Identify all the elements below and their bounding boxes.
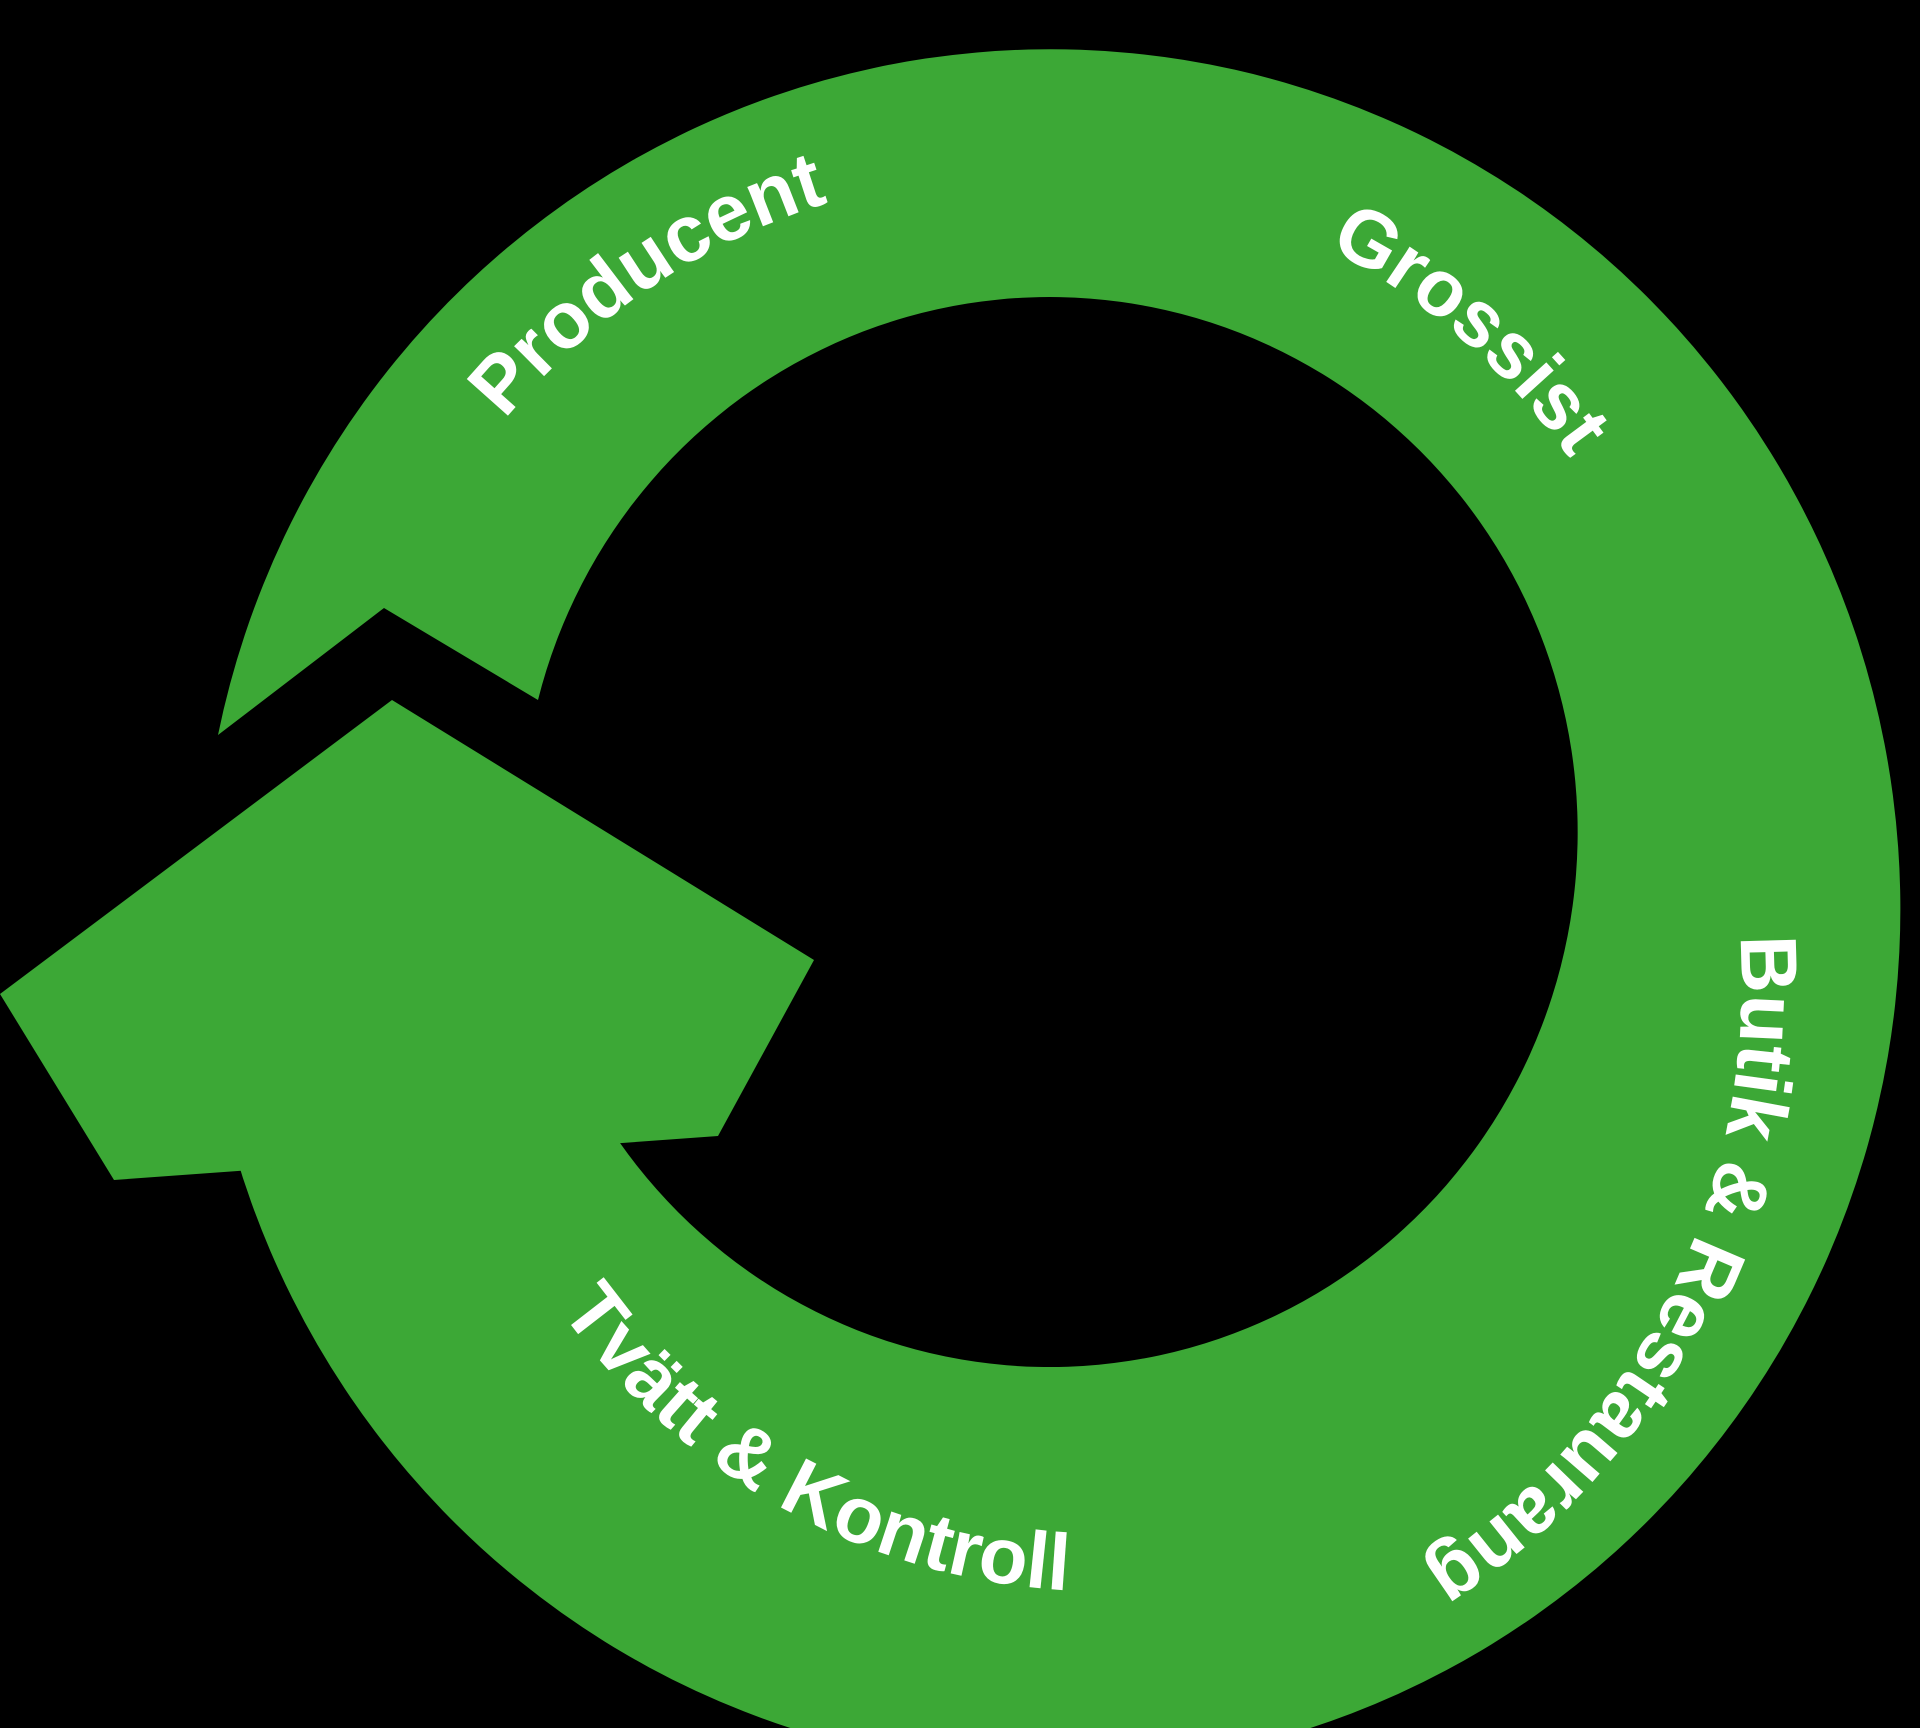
cycle-ring xyxy=(218,49,1901,1728)
cycle-arrowhead xyxy=(0,700,814,1180)
